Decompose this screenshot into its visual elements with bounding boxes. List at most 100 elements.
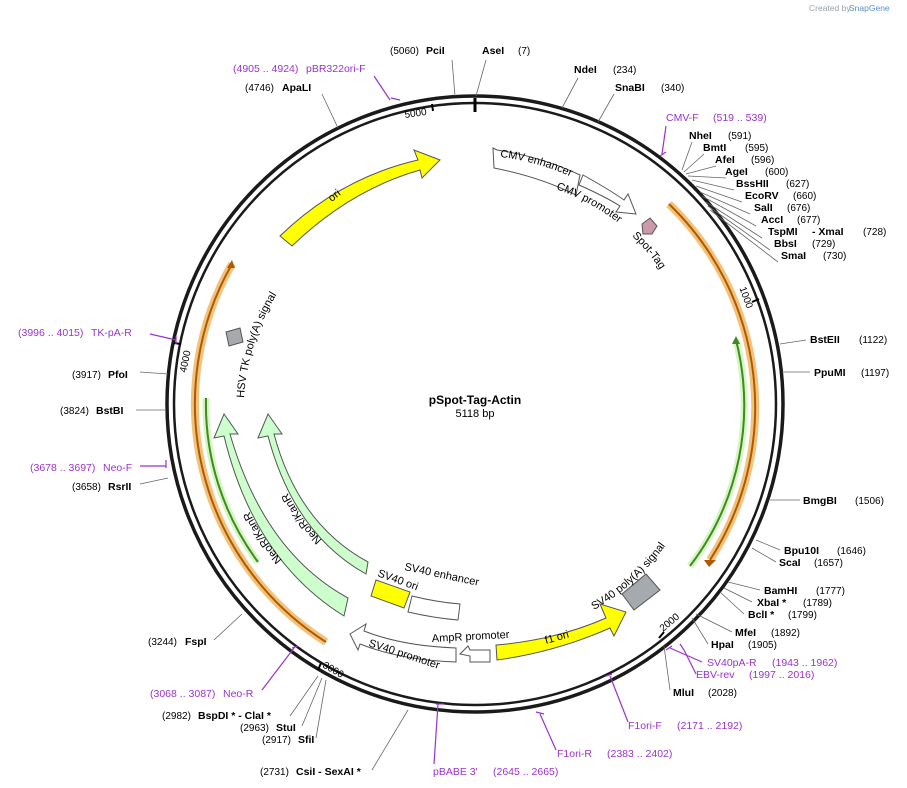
- enzyme-pos-xmai: (728): [863, 227, 886, 238]
- left-inner-orf-arrow: [204, 397, 259, 563]
- tick-2000: [658, 631, 665, 639]
- neor-inner-arrow[interactable]: [257, 412, 369, 575]
- enzyme-pos-agei: (600): [765, 167, 788, 178]
- ori-arrow[interactable]: [279, 149, 441, 247]
- enzyme-bcli[interactable]: BclI *: [748, 609, 775, 621]
- inner-orf-head: [732, 336, 740, 344]
- enzyme-bstbi[interactable]: BstBI: [96, 405, 124, 417]
- enzyme-pos-bpu10i: (1646): [837, 546, 866, 557]
- hsv-tk-polya-box[interactable]: [225, 327, 244, 347]
- enzyme-agei[interactable]: AgeI: [725, 166, 748, 178]
- enzyme-bmti[interactable]: BmtI: [703, 142, 726, 154]
- enzyme-asei[interactable]: AseI: [482, 45, 504, 57]
- primer-neo-r[interactable]: Neo-R: [223, 688, 254, 700]
- enzyme-bsteii[interactable]: BstEII: [810, 334, 840, 346]
- enzyme-pos-bmti: (595): [745, 143, 768, 154]
- enzyme-pos-snabi: (340): [661, 83, 684, 94]
- enzyme-pos-stui: (2963): [240, 723, 269, 734]
- primer-range-tk-pa-r: (3996 .. 4015): [18, 327, 83, 339]
- primer-sv40pa-r[interactable]: SV40pA-R: [707, 657, 757, 669]
- cmv-promoter-arrow[interactable]: [578, 174, 637, 215]
- enzyme-ndei[interactable]: NdeI: [574, 64, 597, 76]
- sv40-polya-box[interactable]: [621, 573, 661, 611]
- enzyme-pos-csii: (2731): [260, 767, 289, 778]
- tick-3000: [317, 662, 322, 671]
- ampr-promoter-arrow[interactable]: [458, 645, 491, 663]
- enzyme-acci[interactable]: AccI: [761, 214, 783, 226]
- tick-label-2000: 2000: [658, 611, 682, 634]
- primer-f1ori-f[interactable]: F1ori-F: [628, 720, 662, 732]
- primer-range-neo-r: (3068 .. 3087): [150, 688, 215, 700]
- primer-f1ori-r[interactable]: F1ori-R: [557, 748, 592, 760]
- sv40-ori-box[interactable]: [370, 579, 411, 609]
- enzyme-pos-sali: (676): [787, 203, 810, 214]
- enzyme-stui[interactable]: StuI: [276, 722, 296, 734]
- enzyme-bbsi[interactable]: BbsI: [774, 238, 797, 250]
- enzyme-rsrii[interactable]: RsrII: [108, 481, 131, 493]
- enzyme-pos-bspdi: (2982): [162, 711, 191, 722]
- enzyme-pos-scai: (1657): [814, 558, 843, 569]
- tick-5000: [431, 103, 434, 112]
- enzyme-pos-nhei: (591): [728, 131, 751, 142]
- enzyme-pos-smai: (730): [823, 251, 846, 262]
- enzyme-pos-ndei: (234): [613, 65, 636, 76]
- enzyme-hpai[interactable]: HpaI: [711, 639, 734, 651]
- inner-orf-outline[interactable]: [687, 339, 748, 569]
- enzyme-pos-ppumi: (1197): [861, 368, 889, 379]
- sv40-enhancer-box[interactable]: [407, 595, 461, 621]
- enzyme-bmgbi[interactable]: BmgBI: [803, 495, 837, 507]
- enzyme-pos-bstbi: (3824): [60, 406, 89, 417]
- tick-1000: [751, 298, 760, 303]
- primer-pbabe3[interactable]: pBABE 3': [433, 766, 478, 778]
- enzyme-sfii[interactable]: SfiI: [298, 734, 314, 746]
- enzyme-bamhi[interactable]: BamHI: [764, 585, 797, 597]
- enzyme-pos-bmgbi: (1506): [855, 496, 884, 507]
- sv40-promoter-arrow[interactable]: [349, 622, 457, 663]
- primer-range-neo-f: (3678 .. 3697): [30, 462, 95, 474]
- enzyme-ppumi[interactable]: PpuMI: [814, 367, 846, 379]
- enzyme-pos-bamhi: (1777): [816, 586, 845, 597]
- enzyme-sali[interactable]: SalI: [754, 202, 773, 214]
- primer-range-cmv-f: (519 .. 539): [713, 112, 767, 124]
- snapgene-logo: SnapGene: [849, 3, 890, 13]
- enzyme-pos-acci: (677): [797, 215, 820, 226]
- enzyme-fspi[interactable]: FspI: [185, 636, 207, 648]
- enzyme-bspdi-clai[interactable]: BspDI * - ClaI *: [198, 710, 272, 722]
- enzyme-afei[interactable]: AfeI: [715, 154, 735, 166]
- enzyme-leaders: [136, 59, 810, 771]
- enzyme-nhei[interactable]: NheI: [689, 130, 712, 142]
- primer-ebv-rev[interactable]: EBV-rev: [696, 669, 735, 681]
- enzyme-pos-bsshii: (627): [786, 179, 809, 190]
- enzyme-pos-apali: (4746): [245, 83, 274, 94]
- enzyme-snabi[interactable]: SnaBI: [615, 82, 645, 94]
- f1-ori-arrow[interactable]: [495, 603, 627, 661]
- enzyme-pos-xbai: (1789): [803, 598, 832, 609]
- enzyme-scai[interactable]: ScaI: [779, 557, 801, 569]
- spot-tag-arrow[interactable]: [641, 217, 658, 235]
- enzyme-xmai[interactable]: - XmaI: [812, 226, 844, 238]
- cmv-enhancer-arrow[interactable]: [492, 147, 581, 196]
- enzyme-mlui[interactable]: MluI: [673, 687, 694, 699]
- neor-outer-arrow[interactable]: [213, 412, 349, 617]
- primer-cmv-f[interactable]: CMV-F: [666, 112, 699, 124]
- enzyme-pos-rsrii: (3658): [72, 482, 101, 493]
- enzyme-xbai[interactable]: XbaI *: [757, 597, 787, 609]
- primer-pbr322ori-f[interactable]: pBR322ori-F: [306, 63, 366, 75]
- enzyme-pfoi[interactable]: PfoI: [108, 369, 128, 381]
- enzyme-csii-sexai[interactable]: CsiI - SexAI *: [296, 766, 362, 778]
- enzyme-pcii[interactable]: PciI: [426, 45, 445, 57]
- enzyme-pos-ecorv: (660): [793, 191, 816, 202]
- primer-neo-f[interactable]: Neo-F: [103, 462, 132, 474]
- plasmid-name: pSpot-Tag-Actin: [429, 393, 521, 407]
- enzyme-mfei[interactable]: MfeI: [735, 627, 756, 639]
- enzyme-bpu10i[interactable]: Bpu10I: [784, 545, 819, 557]
- enzyme-apali[interactable]: ApaLI: [282, 82, 311, 94]
- enzyme-smai[interactable]: SmaI: [781, 250, 806, 262]
- primer-tk-pa-r[interactable]: TK-pA-R: [91, 327, 132, 339]
- enzyme-bsshii[interactable]: BssHII: [736, 178, 769, 190]
- enzyme-tspmi[interactable]: TspMI: [768, 226, 798, 238]
- enzyme-ecorv[interactable]: EcoRV: [745, 190, 779, 202]
- primer-range-ebv-rev: (1997 .. 2016): [749, 669, 814, 681]
- enzyme-pos-bbsi: (729): [812, 239, 835, 250]
